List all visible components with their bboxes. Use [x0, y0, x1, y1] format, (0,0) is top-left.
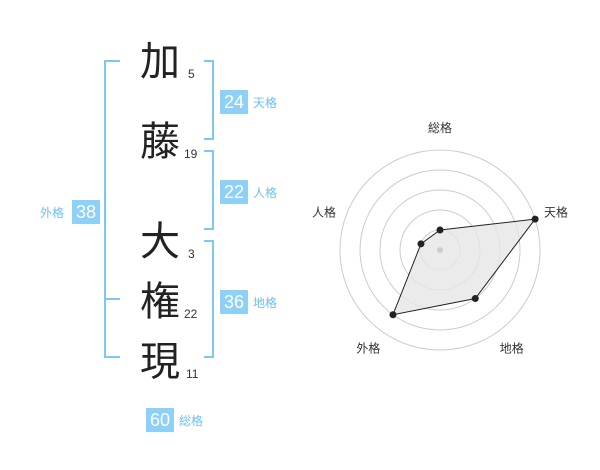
radar-point-総格	[436, 226, 444, 234]
soukaku-score: 60	[146, 408, 174, 432]
radar-axis-label-5: 人格	[312, 204, 336, 219]
radar-points	[389, 215, 539, 319]
radar-axis-label-1: 総格	[428, 120, 452, 135]
gaikaku-label: 外格	[40, 206, 65, 220]
stroke-count-1: 5	[188, 67, 195, 81]
radar-grid-ring-5	[339, 149, 541, 351]
soukaku-label: 総格	[179, 414, 204, 428]
radar-point-天格	[531, 215, 539, 223]
name-char-2: 藤	[140, 119, 180, 165]
stroke-count-5: 11	[186, 367, 199, 381]
radar-grid-ring-4	[359, 169, 521, 331]
name-char-4: 権	[140, 279, 180, 325]
jinkaku-label: 人格	[253, 186, 278, 200]
name-char-3: 大	[140, 219, 180, 265]
name-char-1: 加	[140, 39, 180, 85]
tenkaku-score: 24	[220, 90, 248, 114]
tenkaku-label: 天格	[253, 96, 278, 110]
name-char-5: 現	[140, 339, 180, 385]
gaikaku-score: 38	[72, 200, 100, 224]
radar-axis-label-4: 外格	[356, 341, 380, 356]
chikaku-label: 地格	[253, 296, 278, 310]
stroke-count-2: 19	[184, 147, 198, 161]
radar-axis-label-2: 天格	[544, 204, 568, 219]
radar-axis-label-3: 地格	[500, 341, 524, 356]
jinkaku-score: 22	[220, 180, 248, 204]
stroke-count-3: 3	[188, 247, 195, 261]
radar-polygon	[392, 218, 537, 316]
stroke-count-4: 22	[184, 307, 198, 321]
radar-point-外格	[389, 311, 397, 319]
chikaku-score: 36	[220, 290, 248, 314]
radar-point-人格	[417, 240, 425, 248]
radar-point-地格	[471, 295, 479, 303]
radar-center-point	[437, 247, 443, 253]
